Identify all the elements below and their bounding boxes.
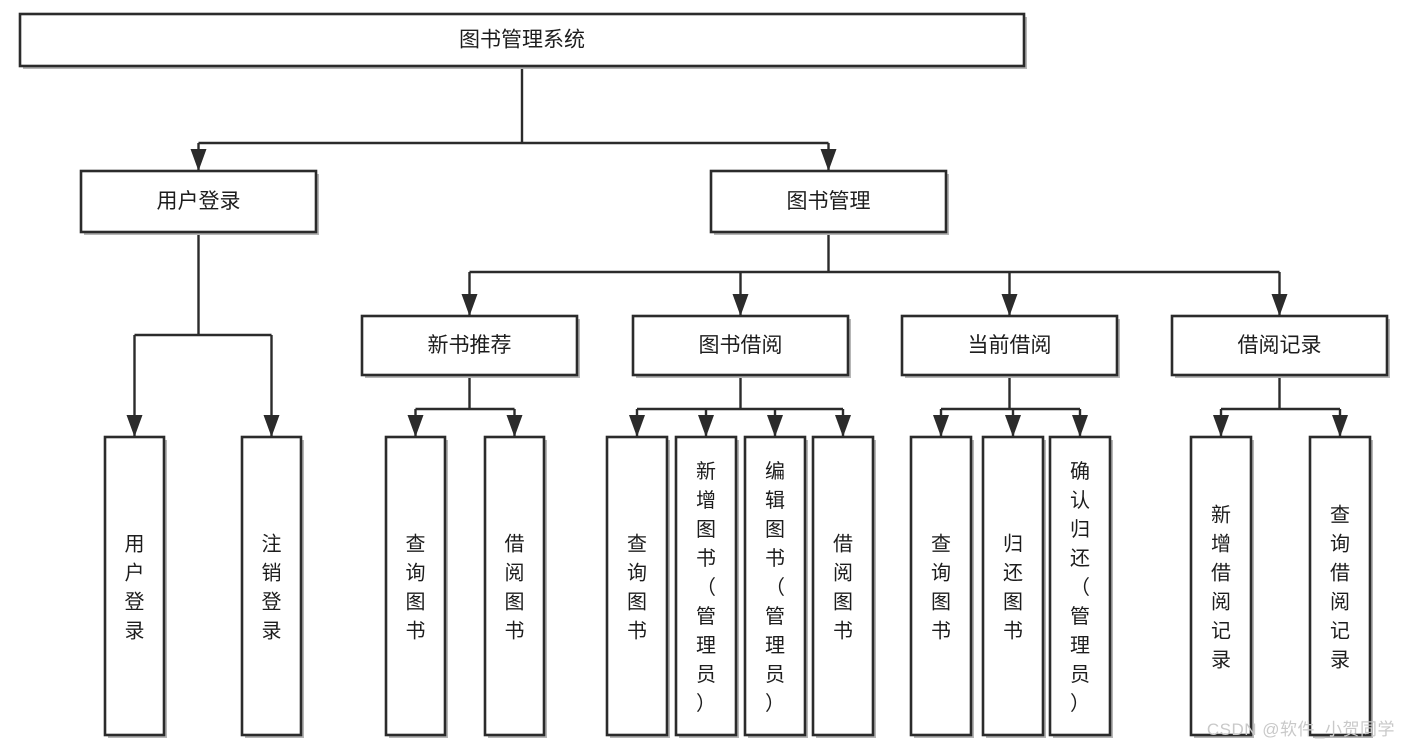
box-outline [674,435,738,737]
node-leaf-0[interactable]: 用户登录 [103,435,167,738]
arrow-head [933,415,949,437]
arrow-head [820,149,837,171]
node-leaf-8[interactable]: 查询图书 [909,435,974,738]
box-outline [240,435,303,737]
node-label: 图书管理 [787,190,871,213]
box-outline [103,435,166,737]
node-level3-0[interactable]: 新书推荐 [360,314,580,378]
node-label: 用户登录 [157,190,241,213]
node-leaf-10[interactable]: 确认归还（管理员） [1048,435,1113,738]
node-label: 图书管理系统 [459,29,585,52]
box-outline [1308,435,1372,737]
arrow-head [126,415,143,437]
arrow-head [835,415,851,437]
arrow-head [1001,294,1018,316]
node-leaf-7[interactable]: 借阅图书 [811,435,876,738]
node-leaf-9[interactable]: 归还图书 [981,435,1046,738]
node-level3-1[interactable]: 图书借阅 [631,314,851,378]
node-label: 借阅图书 [833,533,853,643]
node-level2-1[interactable]: 图书管理 [709,169,949,235]
box-outline [483,435,546,737]
arrow-head [767,415,783,437]
box-outline [909,435,973,737]
box-outline [900,314,1119,377]
arrow-head [1271,294,1288,316]
node-label: 借阅记录 [1238,334,1322,357]
node-label: 归还图书 [1003,533,1023,643]
node-label: 编辑图书（管理员） [765,460,785,715]
node-label: 查询图书 [627,533,647,643]
arrow-head [1332,415,1348,437]
arrow-head [506,415,523,437]
arrow-head [1213,415,1229,437]
node-label: 用户登录 [125,534,145,643]
node-label: 查询图书 [406,533,426,643]
node-layer: 图书管理系统用户登录图书管理新书推荐图书借阅当前借阅借阅记录用户登录注销登录查询… [18,12,1390,738]
node-label: 新增图书（管理员） [696,460,716,715]
box-outline [1189,435,1253,737]
arrow-head [407,415,424,437]
node-label: 查询借阅记录 [1330,504,1350,672]
box-outline [79,169,318,234]
box-outline [811,435,875,737]
node-leaf-5[interactable]: 新增图书（管理员） [674,435,739,738]
node-leaf-12[interactable]: 查询借阅记录 [1308,435,1373,738]
box-outline [360,314,579,377]
node-level3-3[interactable]: 借阅记录 [1170,314,1390,378]
node-label: 当前借阅 [968,334,1052,357]
arrow-head [698,415,714,437]
node-leaf-1[interactable]: 注销登录 [240,435,304,738]
node-level3-2[interactable]: 当前借阅 [900,314,1120,378]
arrow-head [263,415,280,437]
node-label: 借阅图书 [505,533,525,643]
arrow-head [190,149,207,171]
box-outline [743,435,807,737]
node-leaf-2[interactable]: 查询图书 [384,435,448,738]
box-outline [981,435,1045,737]
node-leaf-3[interactable]: 借阅图书 [483,435,547,738]
box-outline [384,435,447,737]
box-outline [631,314,850,377]
box-outline [1048,435,1112,737]
arrow-head [629,415,645,437]
node-root-system[interactable]: 图书管理系统 [18,12,1027,69]
node-label: 新书推荐 [428,334,512,357]
arrow-head [461,294,478,316]
box-outline [1170,314,1389,377]
node-leaf-4[interactable]: 查询图书 [605,435,670,738]
box-outline [605,435,669,737]
node-label: 图书借阅 [699,334,783,357]
node-label: 查询图书 [931,533,951,643]
node-label: 新增借阅记录 [1211,504,1231,672]
node-level2-0[interactable]: 用户登录 [79,169,319,235]
node-leaf-6[interactable]: 编辑图书（管理员） [743,435,808,738]
connector-layer [126,66,1348,437]
box-outline [709,169,948,234]
arrow-head [1005,415,1021,437]
node-leaf-11[interactable]: 新增借阅记录 [1189,435,1254,738]
arrow-head [1072,415,1088,437]
node-label: 注销登录 [262,533,282,643]
node-label: 确认归还（管理员） [1070,460,1090,715]
arrow-head [732,294,749,316]
box-outline [18,12,1026,68]
